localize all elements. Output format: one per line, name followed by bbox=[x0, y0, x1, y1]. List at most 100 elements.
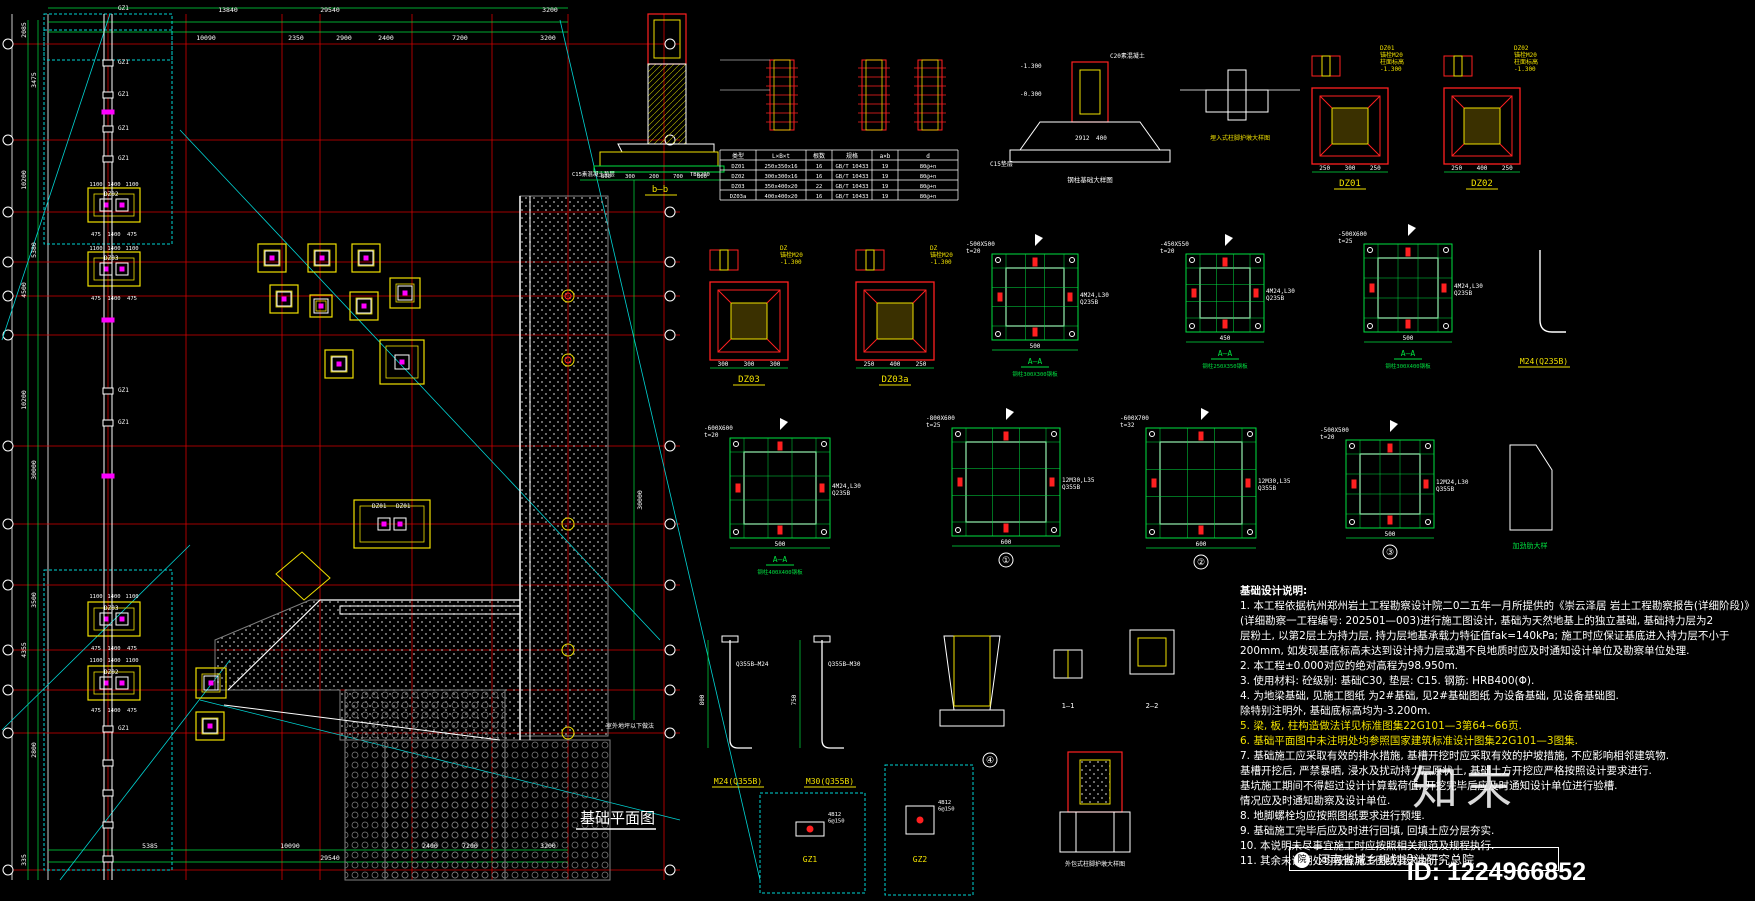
label-line: 2400 bbox=[378, 34, 394, 42]
label-line: 1—1 bbox=[1062, 702, 1075, 710]
plate-outer bbox=[1363, 243, 1453, 333]
footing-pad bbox=[93, 257, 135, 281]
column-base bbox=[393, 517, 407, 531]
gz-column bbox=[102, 419, 114, 427]
gz2-bar bbox=[916, 816, 924, 824]
table-cell: GB/T 10433 bbox=[835, 194, 868, 200]
stiffener bbox=[1032, 257, 1038, 267]
label-line: 4500 bbox=[20, 282, 28, 298]
footing-dimension: 475 bbox=[127, 232, 137, 238]
plate-sublabel: 钢柱250X350钢板 bbox=[1202, 362, 1248, 370]
bolt-hole bbox=[1051, 431, 1057, 437]
stiffener bbox=[1067, 292, 1073, 302]
label-line: 4B12 bbox=[938, 800, 951, 806]
axis-bubble bbox=[664, 644, 676, 656]
table-cell: DZ01 bbox=[731, 164, 744, 170]
footing-dimension: 1400 bbox=[107, 246, 120, 252]
bolt-hole bbox=[1425, 443, 1431, 449]
axis-bubble bbox=[664, 206, 676, 218]
label-line: 250 bbox=[1319, 165, 1330, 172]
stiffener bbox=[1441, 283, 1447, 293]
plate-sublabel: 钢柱400X400钢板 bbox=[757, 568, 803, 576]
label-line: 19 bbox=[882, 174, 889, 180]
pile-circle bbox=[564, 356, 572, 364]
footing-dimension: 1100 bbox=[89, 182, 102, 188]
label-line: A—A bbox=[1218, 349, 1233, 358]
label-line: 6@150 bbox=[938, 807, 955, 813]
pier-dimension: 300 bbox=[744, 361, 755, 368]
label-line: 200 bbox=[649, 174, 659, 180]
right-dimension: 30000 bbox=[636, 490, 644, 510]
footing-label: DZ01 bbox=[372, 503, 387, 510]
bolt-hole bbox=[995, 331, 1001, 337]
footing-outline bbox=[87, 187, 141, 223]
axis-bubble bbox=[664, 440, 676, 452]
flag-marker bbox=[1225, 234, 1233, 246]
table-cell: 80@+n bbox=[920, 164, 937, 170]
label-line: GZ1 bbox=[118, 59, 129, 66]
bolt-hole bbox=[1051, 527, 1057, 533]
left-dimension: 335 bbox=[20, 854, 28, 866]
label-line: 400 bbox=[1477, 165, 1488, 172]
label-line: -1.300 bbox=[780, 259, 802, 266]
stiffener bbox=[1253, 288, 1259, 298]
section-dim: 300 bbox=[625, 174, 635, 180]
footing-pad bbox=[201, 717, 219, 735]
footing-dimension: 1100 bbox=[125, 594, 138, 600]
label-line: ① bbox=[1002, 556, 1010, 566]
anchor-nut bbox=[813, 635, 831, 643]
label-line: 1100 bbox=[89, 246, 102, 252]
bolt-hole bbox=[1247, 431, 1253, 437]
plate-outer bbox=[1145, 427, 1257, 539]
label-line: GZ1 bbox=[118, 419, 129, 426]
detail-number: ① bbox=[1002, 556, 1010, 566]
bottom-dimension: 7200 bbox=[462, 842, 478, 850]
label-line: 12M30,L35 bbox=[1062, 477, 1095, 484]
pier-dimension: 250 bbox=[1319, 165, 1330, 172]
label-line: GZ1 bbox=[118, 5, 129, 12]
axis-bubble bbox=[664, 579, 676, 591]
bolt-hole bbox=[733, 441, 739, 447]
gz-mark bbox=[101, 109, 115, 115]
note-line: 情况应及时通知勘察及设计单位. bbox=[1240, 795, 1391, 807]
detail-number: ④ bbox=[986, 756, 994, 766]
anchor-label: M24(Q355B) bbox=[714, 777, 762, 786]
table-header: L×B×t bbox=[772, 153, 790, 160]
leader-line bbox=[59, 659, 231, 881]
label-line: 4355 bbox=[20, 642, 28, 658]
label-line: 10200 bbox=[20, 170, 28, 190]
pile-circle bbox=[561, 643, 575, 657]
label-line: A—A bbox=[773, 555, 788, 564]
table-cell: 350x400x20 bbox=[764, 184, 797, 190]
left-dimension: 2085 bbox=[20, 22, 28, 38]
stiffener bbox=[1245, 478, 1251, 488]
label-line: -1.300 bbox=[1514, 66, 1536, 73]
top-dimension: 2400 bbox=[378, 34, 394, 42]
misc-dimension: -0.300 bbox=[1020, 91, 1042, 98]
note-line: 11. 其余未说明处均按照施工图纸要求执行. bbox=[1240, 855, 1442, 867]
label-line: 室外地坪以下做法 bbox=[606, 722, 654, 730]
column-mark bbox=[103, 266, 109, 272]
label-line: ④ bbox=[986, 756, 994, 766]
label-line: 30000 bbox=[30, 460, 38, 480]
axis-bubble bbox=[664, 518, 676, 530]
label-line: -1.300 bbox=[1020, 63, 1042, 70]
label-line: 475 bbox=[127, 708, 137, 714]
label-line: 80@+n bbox=[920, 194, 937, 200]
plan-note: 室外地坪以下做法 bbox=[606, 722, 654, 730]
gz-column bbox=[102, 91, 114, 99]
column-base bbox=[331, 356, 347, 372]
bolt-hole bbox=[821, 441, 827, 447]
pier-core bbox=[1463, 107, 1501, 145]
plate-section-label: A—A bbox=[1218, 349, 1233, 358]
title-block: 院 河南省城乡规划设计研究总院 bbox=[1289, 847, 1559, 871]
bolt-hole bbox=[955, 527, 961, 533]
footing-outline bbox=[195, 711, 225, 741]
